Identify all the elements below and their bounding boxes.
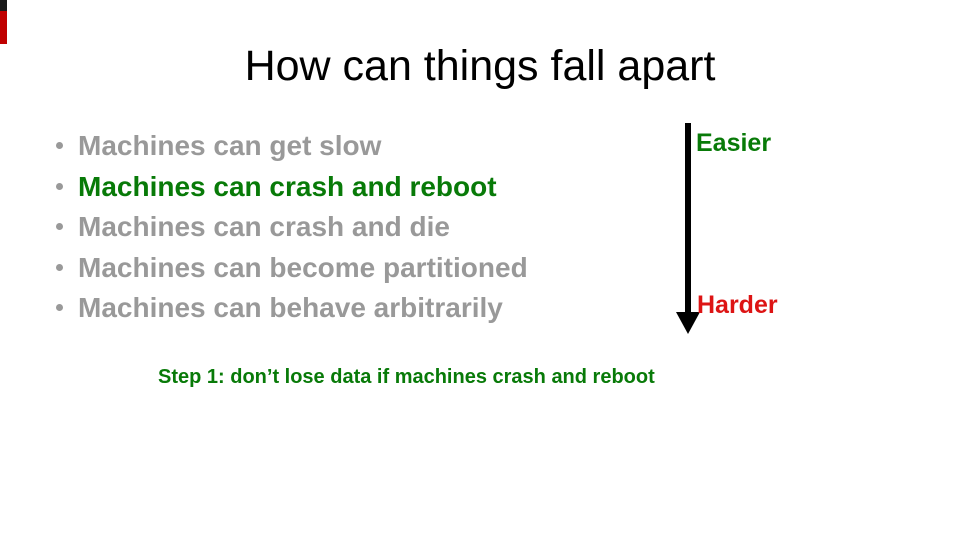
bullet-dot-icon bbox=[56, 223, 63, 230]
bullet-list: Machines can get slow Machines can crash… bbox=[56, 126, 528, 329]
step-footnote: Step 1: don’t lose data if machines cras… bbox=[158, 366, 655, 388]
bullet-item: Machines can crash and reboot bbox=[56, 167, 528, 208]
corner-marker-red bbox=[0, 11, 7, 44]
bullet-label: Machines can crash and reboot bbox=[78, 170, 497, 202]
bullet-dot-icon bbox=[56, 142, 63, 149]
easier-label: Easier bbox=[696, 129, 772, 157]
harder-label: Harder bbox=[697, 291, 778, 319]
bullet-item: Machines can get slow bbox=[56, 126, 528, 167]
slide-title: How can things fall apart bbox=[244, 42, 716, 90]
arrow-down-icon bbox=[676, 312, 700, 334]
bullet-item: Machines can behave arbitrarily bbox=[56, 288, 528, 329]
bullet-label: Machines can become partitioned bbox=[78, 251, 528, 283]
bullet-label: Machines can get slow bbox=[78, 130, 382, 161]
arrow-down-shaft bbox=[685, 123, 691, 314]
bullet-dot-icon bbox=[56, 182, 63, 190]
bullet-dot-icon bbox=[56, 304, 63, 311]
bullet-item: Machines can crash and die bbox=[56, 207, 528, 248]
corner-marker-black bbox=[0, 0, 7, 11]
bullet-dot-icon bbox=[56, 263, 63, 271]
bullet-item: Machines can become partitioned bbox=[56, 248, 528, 289]
bullet-label: Machines can crash and die bbox=[78, 211, 450, 242]
bullet-label: Machines can behave arbitrarily bbox=[78, 292, 503, 323]
